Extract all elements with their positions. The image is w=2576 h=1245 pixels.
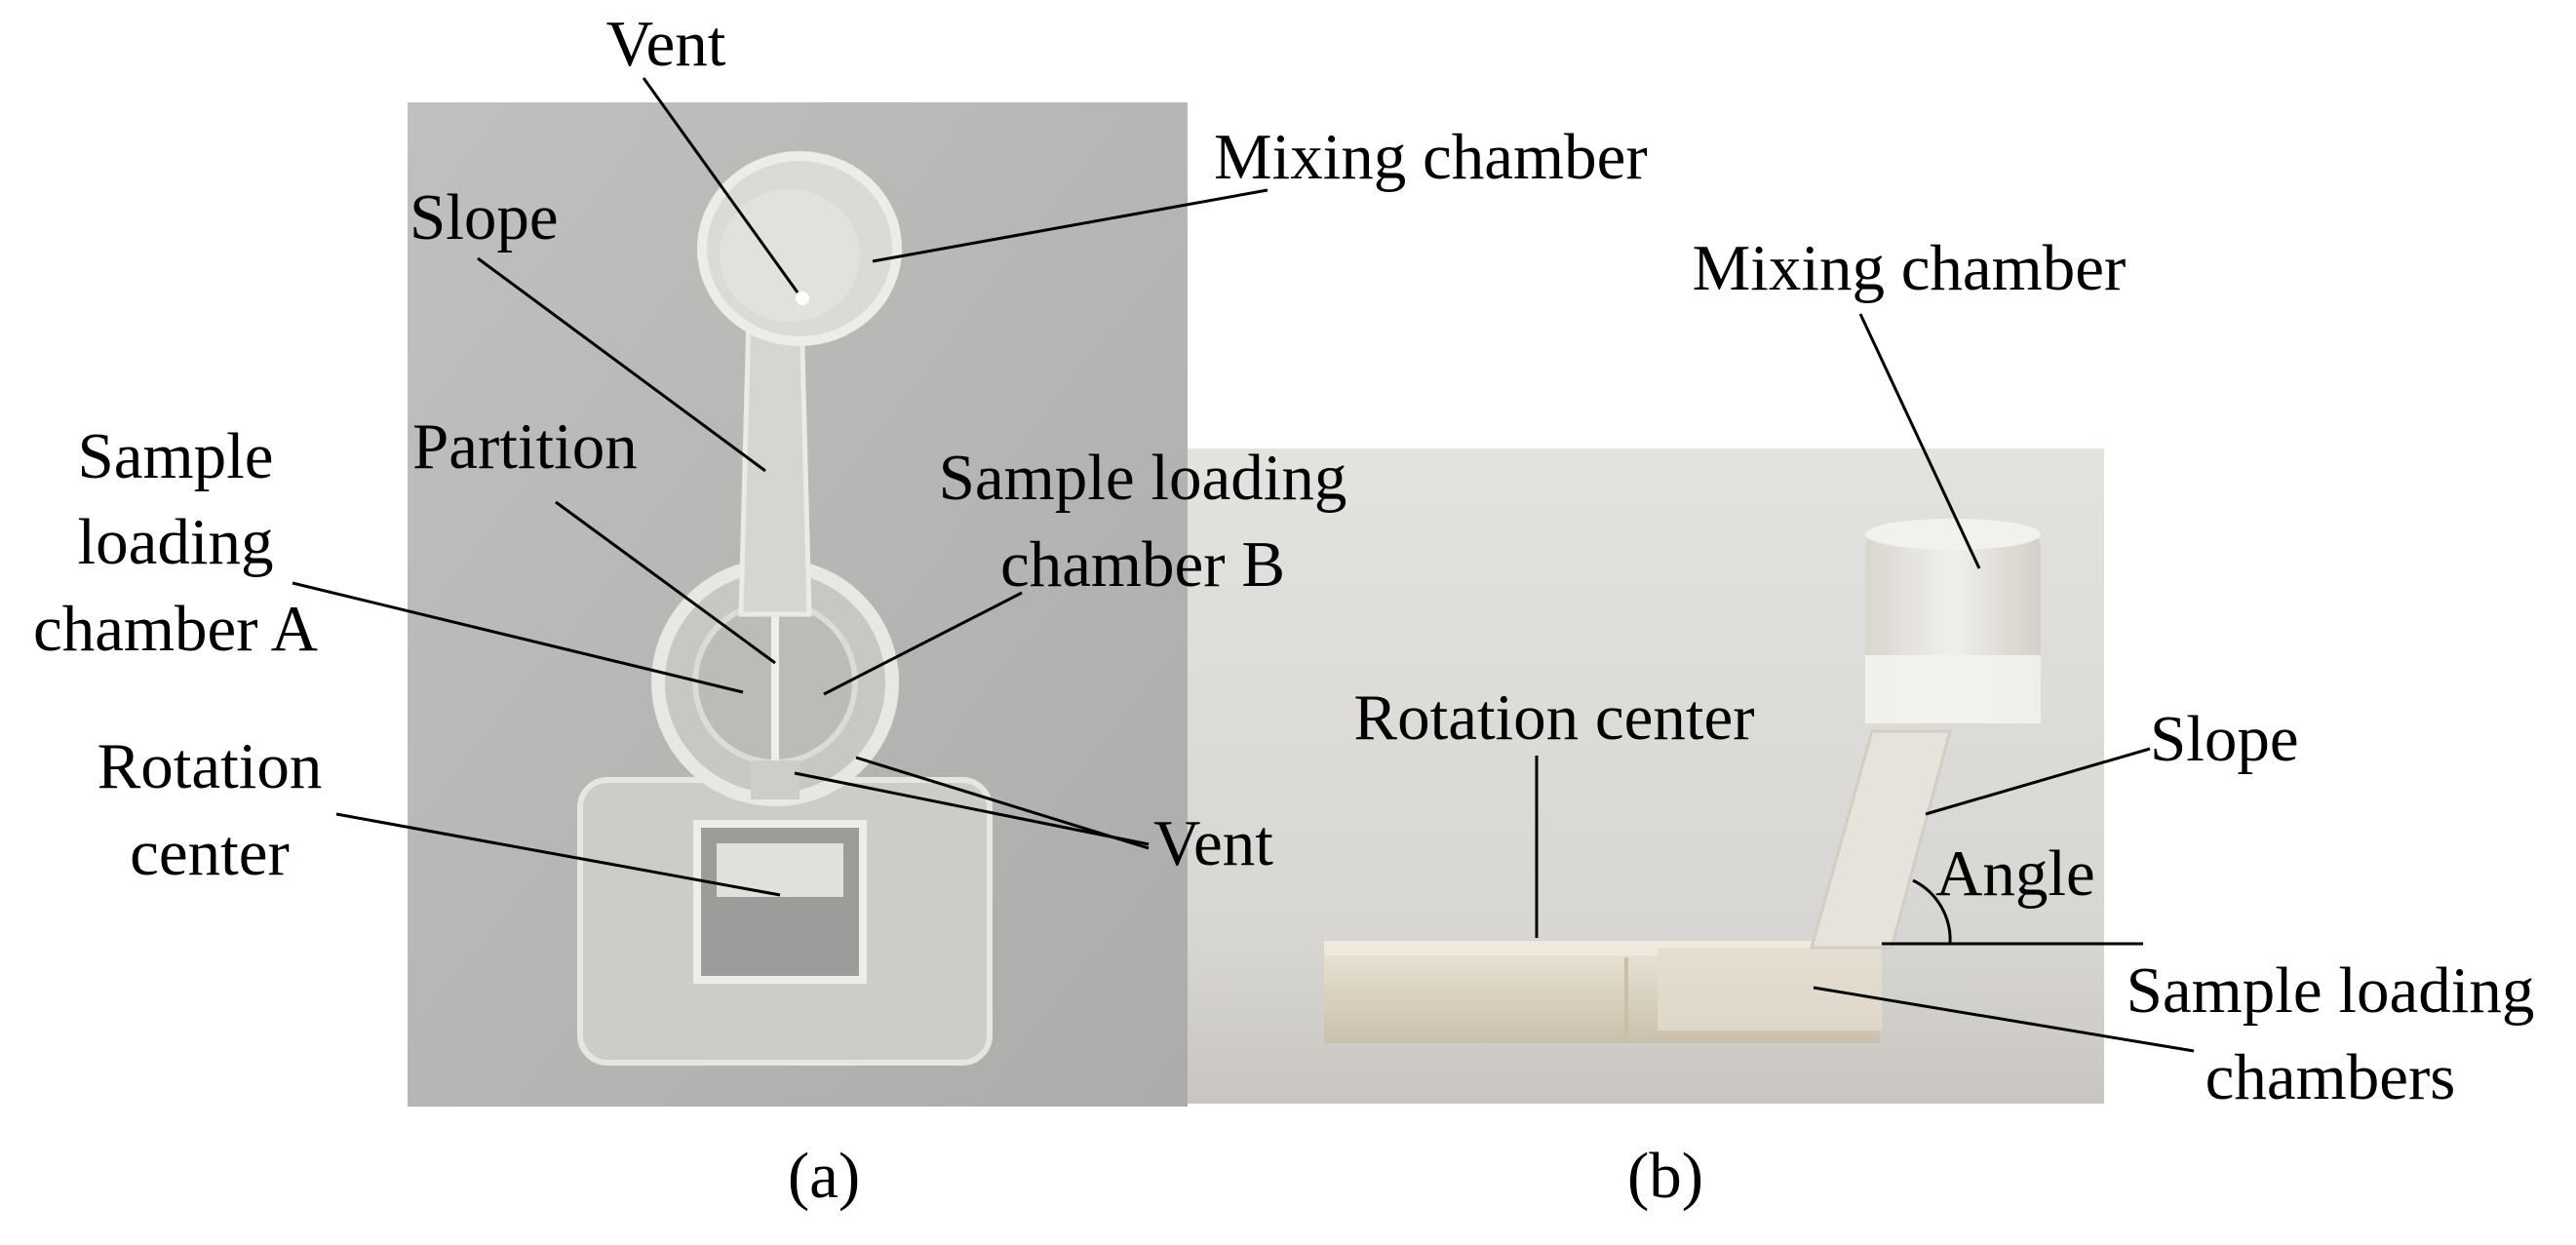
panel-a-leader-slope: [477, 256, 766, 473]
panel-a-slope: [738, 309, 812, 617]
panel-a-label-partition: Partition: [412, 410, 638, 483]
panel-a-label-rotation-line1: Rotation: [98, 730, 323, 802]
panel-a-label-vent-top: Vent: [606, 8, 726, 80]
panel-a-leader-vent-top: [642, 77, 800, 293]
panel-b-label-angle: Angle: [1935, 837, 2095, 910]
panel-a-label-chamber-b-line1: Sample loading: [939, 442, 1347, 514]
panel-b-label-rotation-center: Rotation center: [1353, 681, 1754, 754]
panel-b-leader-loading: [1813, 986, 2195, 1053]
panel-a-leader-partition: [555, 500, 776, 665]
panel-a-label-chamber-a-line1: Sample: [78, 420, 274, 492]
panel-b-label-loading-line1: Sample loading: [2127, 954, 2535, 1027]
panel-a-photo: [408, 102, 1188, 1107]
panel-a-leader-mixing-chamber: [872, 188, 1268, 263]
panel-b-caption: (b): [1627, 1140, 1703, 1212]
panel-b-leader-mixing-chamber: [1858, 313, 1981, 569]
panel-a-leader-chamber-a: [292, 581, 744, 694]
panel-a-label-chamber-a-line3: chamber A: [33, 593, 318, 665]
panel-a-leader-chamber-b: [823, 591, 1023, 696]
panel-a-caption: (a): [788, 1140, 860, 1212]
panel-b-label-loading-line2: chambers: [2205, 1041, 2456, 1113]
panel-a-label-slope: Slope: [410, 181, 559, 253]
panel-b-angle-arc: [1912, 878, 1952, 945]
panel-b-label-mixing-chamber: Mixing chamber: [1693, 232, 2127, 304]
panel-a-label-chamber-a-line2: loading: [78, 506, 274, 578]
panel-b-leader-slope: [1925, 747, 2151, 816]
panel-b-slope: [1810, 729, 1952, 950]
panel-a-label-rotation-line2: center: [130, 817, 290, 889]
panel-b-label-slope: Slope: [2150, 703, 2299, 775]
panel-a-leader-vent-bottom-1: [794, 771, 1150, 846]
panel-a-leader-vent-bottom-2: [855, 756, 1150, 850]
panel-a-leader-rotation: [335, 812, 781, 897]
panel-a-label-vent-bottom: Vent: [1153, 807, 1273, 879]
panel-a-vent-hole: [796, 292, 809, 305]
panel-b-photo: [1188, 448, 2104, 1104]
panel-b-annotations: Mixing chamber Rotation center Slope Ang…: [1353, 232, 2534, 1212]
panel-a-label-mixing-chamber: Mixing chamber: [1214, 121, 1648, 193]
panel-a-label-chamber-b-line2: chamber B: [1000, 528, 1285, 601]
panel-a-annotations: Vent Mixing chamber Slope Partition Samp…: [33, 8, 1648, 1212]
